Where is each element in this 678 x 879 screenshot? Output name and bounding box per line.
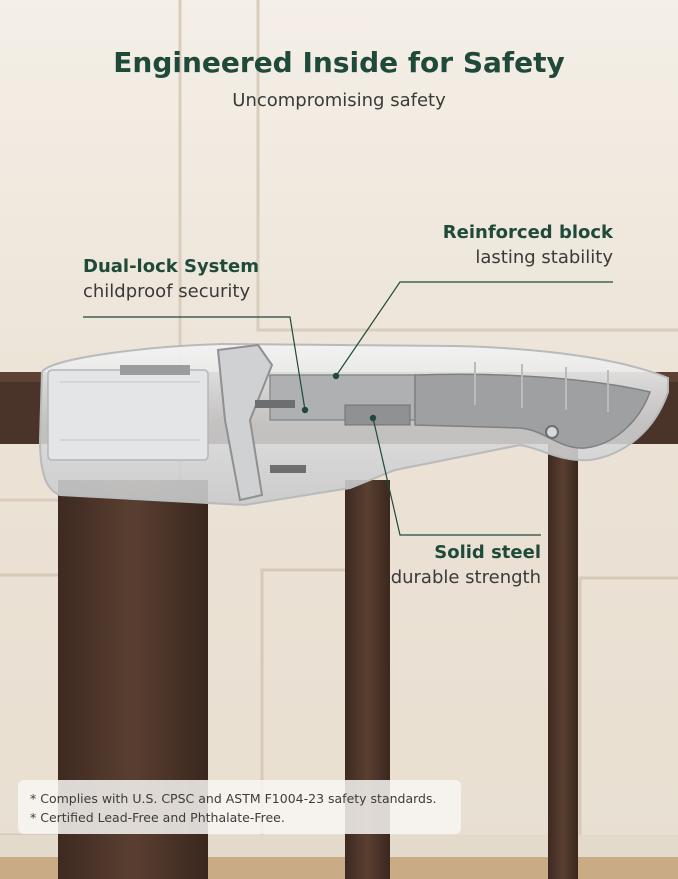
page-title: Engineered Inside for Safety	[113, 46, 565, 79]
callout-line-reinforced	[335, 281, 613, 377]
callout-reinforced: Reinforced block lasting stability	[443, 222, 613, 268]
callout-steel: Solid steel durable strength	[391, 542, 541, 588]
callout-line-dual-lock	[83, 316, 306, 411]
note-line: * Certified Lead-Free and Phthalate-Free…	[30, 810, 285, 825]
callout-dual-lock: Dual-lock System childproof security	[83, 256, 259, 302]
callout-title: Reinforced block	[442, 222, 613, 243]
lock-pivot	[545, 425, 559, 439]
lock-screw	[270, 465, 306, 473]
wall-panel	[256, 0, 678, 332]
callout-desc: lasting stability	[475, 247, 613, 268]
callout-desc: durable strength	[390, 567, 541, 588]
compliance-notes: * Complies with U.S. CPSC and ASTM F1004…	[18, 780, 461, 834]
lock-lever	[216, 343, 274, 502]
callout-line-steel	[372, 417, 541, 536]
gate-bar-right	[548, 440, 578, 879]
note-line: * Complies with U.S. CPSC and ASTM F1004…	[30, 791, 437, 806]
page-subtitle: Uncompromising safety	[232, 90, 446, 111]
lock-spring	[120, 365, 190, 375]
steel-plate	[344, 404, 411, 426]
lock-chamber	[47, 369, 209, 461]
callout-title: Dual-lock System	[83, 256, 259, 277]
callout-title: Solid steel	[434, 542, 541, 563]
lock-screw	[255, 400, 295, 408]
callout-desc: childproof security	[83, 281, 251, 302]
